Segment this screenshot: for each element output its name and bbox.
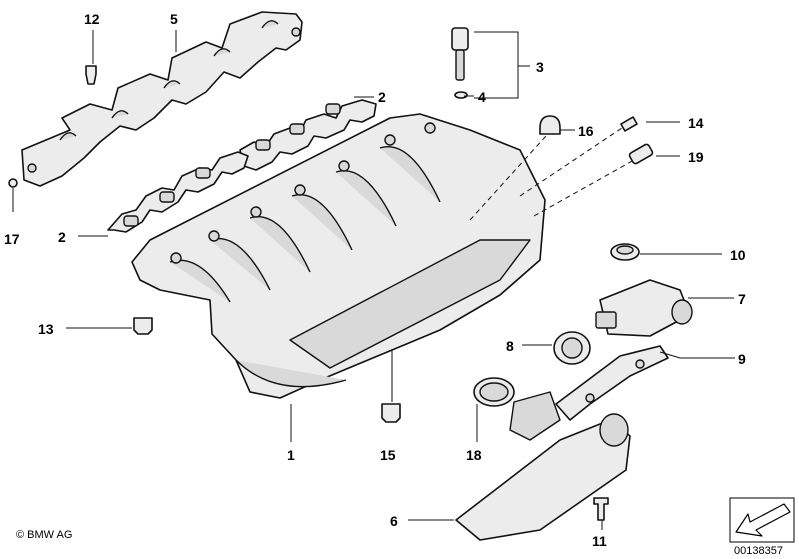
bracket-9 xyxy=(555,345,669,421)
document-id: 00138357 xyxy=(734,545,783,557)
callout-labels: 12 5 3 4 2 16 14 19 17 2 10 7 13 8 9 1 1… xyxy=(4,11,746,549)
callout-8: 8 xyxy=(506,338,514,354)
pin-14 xyxy=(620,116,638,132)
intake-manifold xyxy=(131,113,546,399)
nut-13 xyxy=(133,317,153,335)
wiring-harness-rail xyxy=(21,11,303,187)
callout-10: 10 xyxy=(730,247,746,263)
nut-15 xyxy=(381,403,401,423)
gasket-set-lower xyxy=(107,151,249,233)
clip-17 xyxy=(8,178,18,188)
callout-3: 3 xyxy=(536,59,544,75)
bolt-12 xyxy=(85,65,97,85)
callout-9: 9 xyxy=(738,351,746,367)
callout-15: 15 xyxy=(380,447,396,463)
orientation-arrow-box xyxy=(729,497,795,543)
callout-1: 1 xyxy=(287,447,295,463)
callout-19: 19 xyxy=(688,149,704,165)
sleeve-19 xyxy=(628,143,654,165)
o-ring-4 xyxy=(454,91,468,99)
throttle-housing-6 xyxy=(455,391,631,541)
clamp-ring-8 xyxy=(553,331,591,365)
gasket-set-upper xyxy=(239,99,377,171)
callout-4: 4 xyxy=(478,89,486,105)
callout-18: 18 xyxy=(466,447,482,463)
callout-14: 14 xyxy=(688,115,704,131)
callout-7: 7 xyxy=(738,291,746,307)
copyright-text: © BMW AG xyxy=(16,529,72,541)
callout-17: 17 xyxy=(4,231,20,247)
direction-arrow-icon xyxy=(735,503,791,537)
callout-13: 13 xyxy=(38,321,54,337)
screw-11 xyxy=(593,497,609,521)
callout-12: 12 xyxy=(84,11,100,27)
seal-ring-18 xyxy=(473,377,515,407)
callout-2-upper: 2 xyxy=(378,89,386,105)
idle-control-valve-7 xyxy=(595,279,693,337)
grommet-10 xyxy=(610,243,640,261)
leader-lines xyxy=(12,30,735,530)
callout-6: 6 xyxy=(390,513,398,529)
cap-16 xyxy=(539,115,561,135)
callout-16: 16 xyxy=(578,123,594,139)
sensor-3 xyxy=(451,27,469,81)
callout-5: 5 xyxy=(170,11,178,27)
callout-11: 11 xyxy=(592,533,607,549)
callout-2-lower: 2 xyxy=(58,229,66,245)
